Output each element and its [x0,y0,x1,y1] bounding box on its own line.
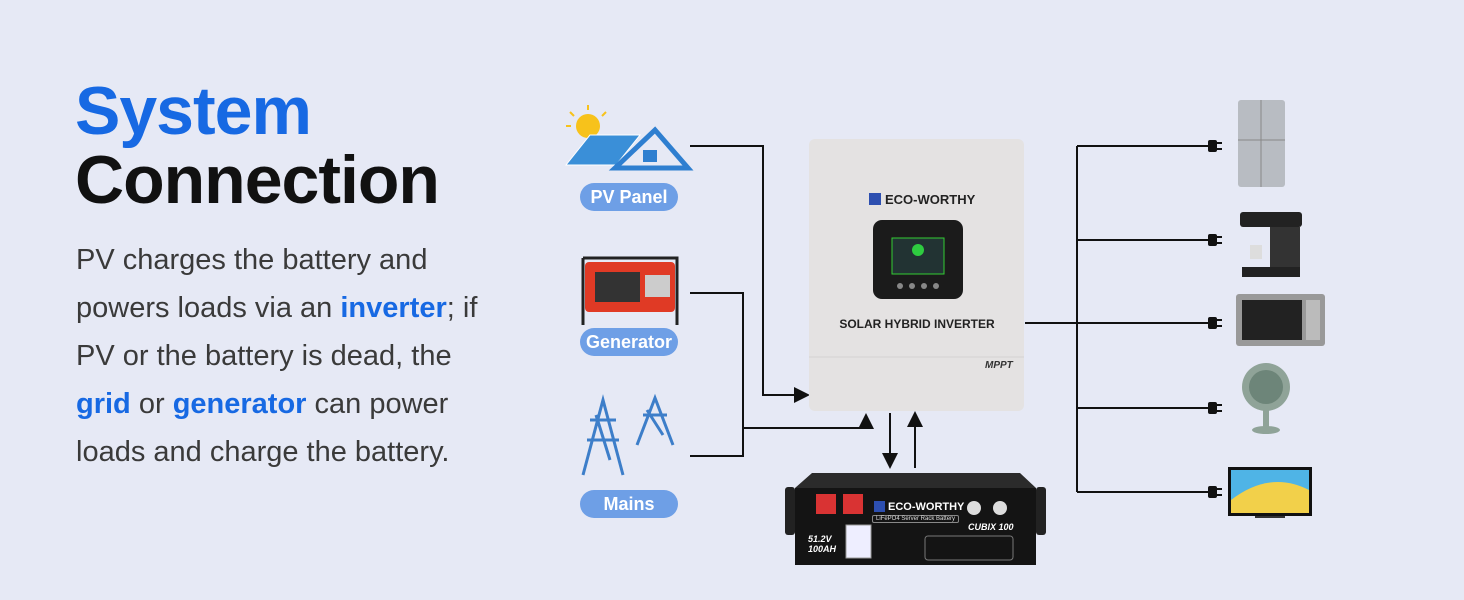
plug-icons [1208,140,1222,498]
heading-line1: System [75,73,312,149]
inverter-brand: ECO-WORTHY [869,192,975,207]
inverter-icon [809,139,1024,411]
desc-text: ; if PV or the battery is dead, the [76,292,478,372]
keyword-grid: grid [76,388,131,420]
battery-subtitle: LiFePO4 Server Rack Battery [872,515,960,523]
refrigerator-icon [1238,100,1285,187]
desc-text: can power loads and charge the battery. [76,388,450,468]
inverter-label: SOLAR HYBRID INVERTER [839,317,995,331]
generator-icon [581,256,679,325]
microwave-icon [1236,294,1325,346]
source-label-mains: Mains [580,490,678,518]
battery-brand: ECO-WORTHY [888,501,965,513]
battery-icon [785,473,1046,565]
desc-text: PV charges the battery and powers loads … [76,244,428,324]
fan-icon [1242,363,1290,434]
solar-panel-icon [564,105,694,171]
heading-line2: Connection [75,142,440,218]
battery-capacity: 100AH [808,544,837,554]
battery-voltage: 51.2V [808,534,832,544]
power-pylon-icon [581,393,675,476]
keyword-generator: generator [172,388,307,420]
mppt-badge: MPPT [985,360,1013,371]
description: PV charges the battery and powers loads … [76,236,496,476]
keyword-inverter: inverter [340,292,447,324]
source-label-pv-panel: PV Panel [580,183,678,211]
television-icon [1228,467,1312,518]
source-label-generator: Generator [580,328,678,356]
desc-text: or [130,388,173,420]
battery-model: CUBIX 100 [968,522,1014,532]
inverter-brand-text: ECO-WORTHY [885,192,976,207]
coffee-machine-icon [1240,212,1302,277]
